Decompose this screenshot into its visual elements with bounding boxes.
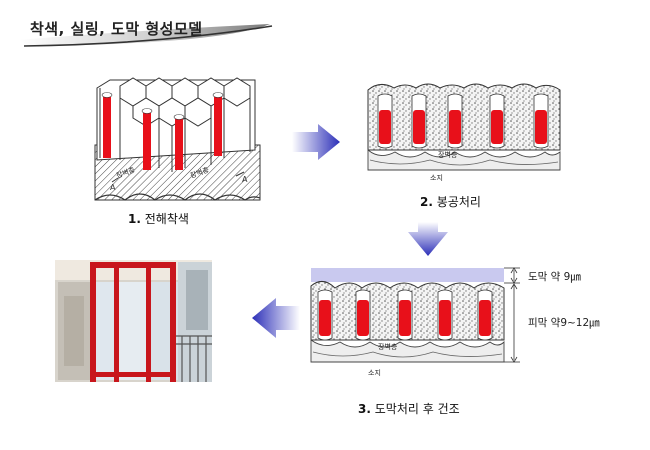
barrier-label-step2: 장벽층 [438, 151, 458, 159]
diagram-coated-dried [310, 267, 520, 363]
pigment-column [175, 118, 183, 170]
barrier-label-step3: 장벽층 [378, 343, 398, 351]
label-a-right: A [242, 175, 248, 184]
pigment-column [399, 300, 411, 336]
pigment-column [319, 300, 331, 336]
title-banner [18, 24, 273, 47]
arrow-right-icon [292, 124, 340, 160]
caption-step1-number: 1. [128, 212, 141, 226]
pigment-column [479, 300, 491, 336]
arrow-left-icon [252, 298, 300, 338]
caption-step1-text: 전해착색 [144, 212, 189, 226]
caption-step2: 2. 봉공처리 [420, 193, 481, 210]
caption-step2-text: 봉공처리 [436, 195, 481, 209]
pigment-column [413, 110, 425, 144]
pigment-column [535, 110, 547, 144]
base-label-step3: 소지 [368, 369, 381, 377]
caption-step3: 3. 도막처리 후 건조 [358, 400, 460, 417]
pigment-column [143, 112, 151, 170]
caption-step1: 1. 전해착색 [128, 210, 189, 227]
caption-step3-text: 도막처리 후 건조 [374, 402, 460, 416]
film-thickness-label: 피막 약9~12㎛ [528, 317, 600, 329]
base-label-step2: 소지 [430, 174, 443, 182]
window-frame-photo [55, 260, 212, 382]
diagram-sealing [367, 83, 561, 171]
caption-step3-number: 3. [358, 402, 371, 416]
caption-step2-number: 2. [420, 195, 433, 209]
pigment-column [357, 300, 369, 336]
dimension-lines [504, 267, 520, 363]
diagram-electrolytic-coloring [94, 77, 261, 201]
pigment-column [491, 110, 503, 144]
page-title: 착색, 실링, 도막 형성모델 [30, 20, 203, 38]
label-a-left: A [110, 183, 116, 192]
coating-thickness-label: 도막 약 9㎛ [528, 271, 581, 283]
pigment-column [439, 300, 451, 336]
arrow-down-icon [408, 222, 448, 256]
coating-layer [311, 268, 504, 282]
pigment-column [379, 110, 391, 144]
pigment-column [449, 110, 461, 144]
pigment-column [103, 96, 111, 158]
pigment-column [214, 96, 222, 156]
